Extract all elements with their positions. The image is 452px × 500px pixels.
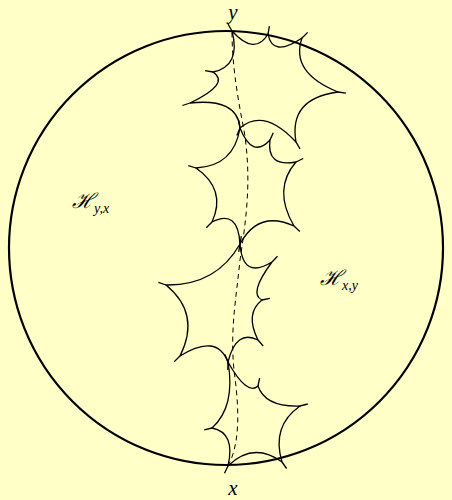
- cusp-spike: [268, 26, 269, 34]
- ideal-polygon: [212, 362, 300, 466]
- ideal-polygons: [158, 24, 346, 473]
- cusp-spike: [240, 236, 241, 244]
- cusp-spike: [206, 222, 212, 228]
- ideal-polygon: [166, 244, 272, 362]
- region-label: ℋx,y: [320, 268, 358, 293]
- ideal-polygon: [190, 31, 338, 142]
- cusp-spike: [158, 282, 166, 285]
- cusp-spike: [174, 356, 180, 362]
- cusp-spike: [282, 462, 287, 469]
- cusp-spike: [300, 404, 308, 406]
- cusp-spike: [182, 103, 190, 106]
- cusp-spike: [225, 355, 228, 362]
- cusp-spike: [258, 378, 260, 386]
- region-label: ℋy,x: [72, 191, 109, 216]
- point-label: y: [228, 2, 237, 23]
- cusp-spike: [296, 142, 300, 149]
- cusp-spike: [296, 159, 303, 163]
- cusp-spike: [294, 226, 300, 232]
- cusp-spike: [239, 120, 240, 128]
- cusp-spike: [188, 166, 196, 168]
- cusp-spike: [302, 32, 308, 38]
- cusp-spike: [270, 133, 273, 140]
- ideal-polygon: [196, 128, 296, 244]
- cusp-spike: [258, 340, 263, 346]
- cusp-spike: [225, 466, 229, 473]
- cusp-spike: [272, 256, 278, 262]
- cusp-spike: [205, 71, 213, 72]
- cusp-spike: [204, 428, 212, 430]
- cusp-spike: [228, 24, 232, 31]
- boundary-circle: [9, 31, 443, 465]
- cusp-spike: [338, 92, 346, 93]
- cusp-spike: [262, 298, 270, 300]
- point-label: x: [228, 478, 237, 499]
